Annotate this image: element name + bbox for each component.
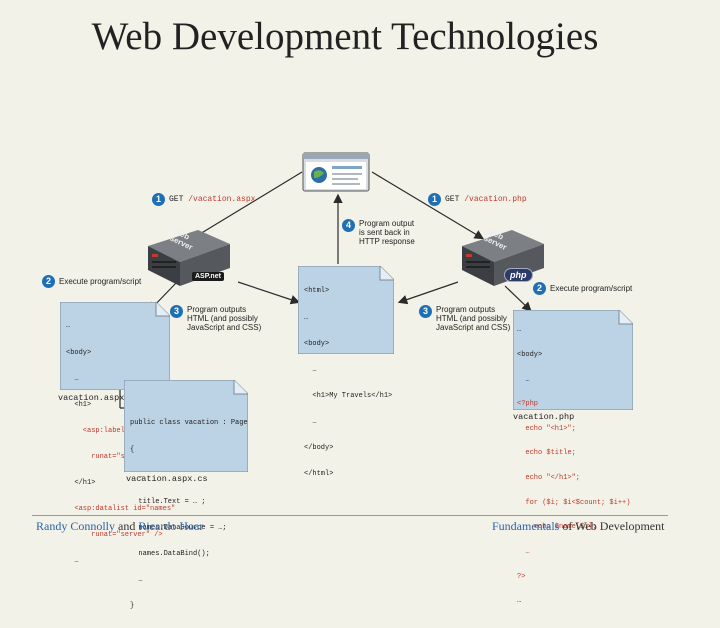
right-execute-step: 2 Execute program/script — [533, 282, 632, 295]
aspnet-logo: ASP.net — [192, 272, 224, 281]
code-line: … — [517, 326, 522, 335]
page-title: Web Development Technologies — [91, 15, 599, 58]
step-text: is sent back in — [359, 228, 410, 237]
aspx-document: … <body> … <h1> <asp:label id="title" ru… — [60, 302, 175, 565]
code-line: … — [304, 417, 317, 426]
code-line: <body> — [304, 339, 330, 348]
code-line: for ($i; $i<$count; $i++) — [517, 498, 631, 507]
code-line: names.DataBind(); — [130, 549, 210, 558]
step-badge: 1 — [428, 193, 441, 206]
footer-authors: Randy Connolly and Ricardo Hoar — [36, 519, 203, 534]
response-step: 4 Program output is sent back in HTTP re… — [342, 219, 415, 246]
browser-window-icon — [302, 152, 370, 192]
step-text: JavaScript and CSS) — [436, 323, 511, 332]
step-badge: 2 — [42, 275, 55, 288]
right-output-step: 3 Program outputs HTML (and possibly Jav… — [419, 305, 510, 332]
left-web-server: Web server ASP.net — [138, 226, 238, 288]
book-title-part: Fundamentals — [492, 519, 560, 533]
author-name: Randy Connolly — [36, 519, 116, 533]
step-badge: 2 — [533, 282, 546, 295]
code-line: … — [304, 313, 309, 322]
step-text: Program output — [359, 219, 415, 228]
step-text: Execute program/script — [59, 277, 142, 286]
code-line: runat="server" /> — [66, 531, 163, 540]
code-line: … — [66, 322, 71, 331]
step-text: Program outputs — [187, 305, 247, 314]
request-path: /vacation.php — [464, 195, 527, 204]
code-line: <h1>My Travels</h1> — [304, 391, 393, 400]
step-badge: 3 — [170, 305, 183, 318]
code-line: … — [517, 597, 522, 606]
code-line: … — [66, 374, 79, 383]
code-line: echo $title; — [517, 449, 576, 458]
step-text: HTML (and possibly — [436, 314, 507, 323]
code-line: <asp:datalist id="names" — [66, 505, 176, 514]
php-logo: php — [504, 268, 533, 282]
author-separator: and — [115, 519, 139, 533]
code-line: <h1> — [66, 400, 92, 409]
code-line: } — [130, 602, 135, 611]
code-line: echo "</h1>"; — [517, 474, 581, 483]
code-line: </body> — [304, 444, 334, 453]
left-request-step: 1 GET /vacation.aspx — [152, 193, 255, 206]
request-verb: GET — [445, 195, 460, 204]
code-line: … — [130, 471, 143, 480]
step-badge: 4 — [342, 219, 355, 232]
php-filename: vacation.php — [513, 412, 575, 422]
code-line: echo "<h1>"; — [517, 424, 576, 433]
code-line: names.DataSource = …; — [130, 523, 227, 532]
code-line: … — [517, 547, 530, 556]
code-line: … — [517, 375, 530, 384]
left-execute-step: 2 Execute program/script — [42, 275, 141, 288]
code-line: <body> — [66, 348, 92, 357]
code-line: <?php — [517, 400, 539, 409]
code-line: <body> — [517, 351, 543, 360]
aspx-filename: vacation.aspx — [58, 393, 125, 403]
code-line: echo $name[$i]; — [517, 523, 597, 532]
right-request-step: 1 GET /vacation.php — [428, 193, 527, 206]
code-line: </h1> — [66, 479, 96, 488]
step-badge: 3 — [419, 305, 432, 318]
step-text: HTTP response — [359, 237, 415, 246]
code-line: ?> — [517, 572, 526, 581]
footer-book-title: Fundamentals of Web Development — [492, 519, 664, 534]
left-output-step: 3 Program outputs HTML (and possibly Jav… — [170, 305, 261, 332]
step-text: Program outputs — [436, 305, 496, 314]
php-document: … <body> … <?php echo "<h1>"; echo $titl… — [513, 310, 633, 605]
code-line: … — [304, 365, 317, 374]
code-line: public class vacation : Page — [130, 419, 248, 428]
html-output-document: <html> … <body> … <h1>My Travels</h1> … … — [298, 266, 394, 478]
step-text: Execute program/script — [550, 284, 633, 293]
step-text: HTML (and possibly — [187, 314, 258, 323]
book-title-part: of Web Development — [559, 519, 665, 533]
step-text: JavaScript and CSS) — [187, 323, 262, 332]
codebehind-filename: vacation.aspx.cs — [126, 474, 208, 484]
step-badge: 1 — [152, 193, 165, 206]
footer-divider — [32, 515, 668, 516]
code-line: { — [130, 445, 135, 454]
request-verb: GET — [169, 195, 184, 204]
code-line: <html> — [304, 287, 330, 296]
author-name: Ricardo Hoar — [138, 519, 204, 533]
codebehind-document: public class vacation : Page { … title.T… — [124, 380, 248, 610]
code-line: </html> — [304, 470, 334, 479]
code-line: title.Text = … ; — [130, 497, 206, 506]
right-web-server: Web server php — [452, 226, 552, 288]
code-line: … — [130, 576, 143, 585]
request-path: /vacation.aspx — [188, 195, 256, 204]
